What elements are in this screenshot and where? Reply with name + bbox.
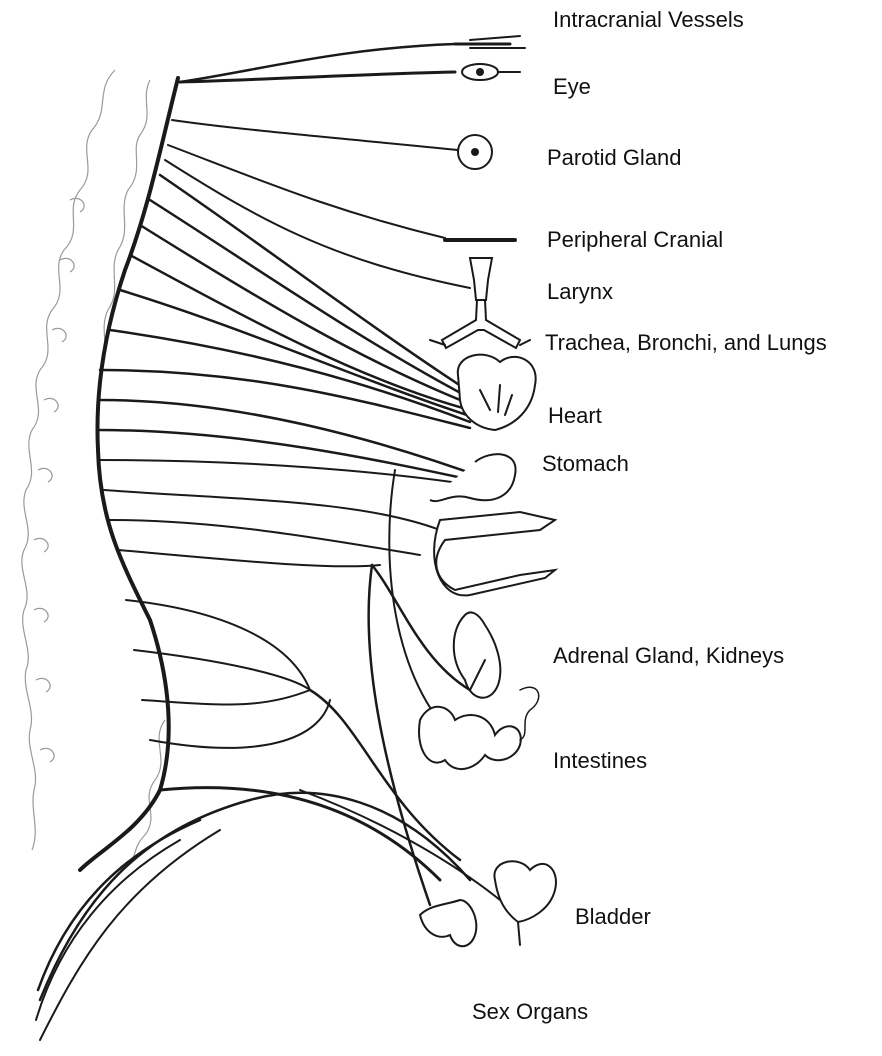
sex-organs-organ <box>420 900 476 946</box>
stomach-organ <box>430 454 516 501</box>
eye-organ <box>462 64 520 80</box>
sympathetic-trunk <box>80 78 178 870</box>
label-parotid-gland: Parotid Gland <box>547 147 682 169</box>
trachea-lungs-organ <box>430 300 530 348</box>
nerve-branches <box>36 44 500 1040</box>
heart-organ <box>458 355 536 430</box>
label-stomach: Stomach <box>542 453 629 475</box>
liver-organ <box>434 512 555 595</box>
label-intracranial-vessels: Intracranial Vessels <box>553 9 744 31</box>
bladder-organ <box>494 861 556 945</box>
label-sex-organs: Sex Organs <box>472 1001 588 1023</box>
label-eye: Eye <box>553 76 591 98</box>
intestines-organ <box>419 687 539 769</box>
intracranial-vessels-organ <box>455 36 525 48</box>
label-trachea: Trachea, Bronchi, and Lungs <box>545 332 827 354</box>
spinal-column <box>22 70 165 870</box>
label-larynx: Larynx <box>547 281 613 303</box>
larynx-organ <box>470 258 492 300</box>
label-bladder: Bladder <box>575 906 651 928</box>
label-intestines: Intestines <box>553 750 647 772</box>
parotid-gland-organ <box>458 135 492 169</box>
label-peripheral-cranial: Peripheral Cranial <box>547 229 723 251</box>
label-adrenal-kidneys: Adrenal Gland, Kidneys <box>553 645 784 667</box>
label-heart: Heart <box>548 405 602 427</box>
